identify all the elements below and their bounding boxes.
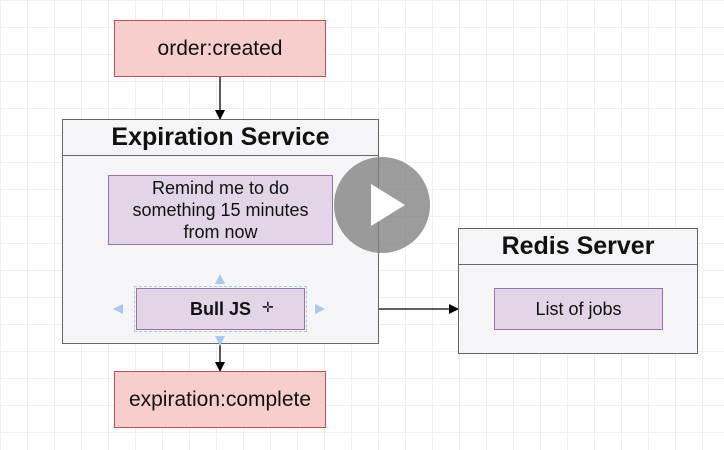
reminder-task-label: Remind me to do something 15 minutes fro…	[132, 178, 309, 242]
selection-arrow-icon-left[interactable]	[113, 304, 123, 314]
expiration-service-title: Expiration Service	[111, 123, 330, 151]
event-expiration-complete-label: expiration:complete	[128, 387, 312, 411]
list-of-jobs[interactable]: List of jobs	[494, 288, 663, 330]
play-button[interactable]	[334, 157, 430, 253]
event-order-created-label: order:created	[157, 36, 283, 60]
play-icon	[371, 184, 405, 226]
redis-server-title: Redis Server	[501, 232, 655, 260]
selection-arrow-icon-up[interactable]	[215, 274, 225, 284]
reminder-task[interactable]: Remind me to do something 15 minutes fro…	[108, 175, 333, 245]
expiration-service-header: Expiration Service	[63, 120, 378, 156]
selection-arrow-icon-right[interactable]	[315, 304, 325, 314]
list-of-jobs-label: List of jobs	[535, 299, 622, 319]
event-expiration-complete[interactable]: expiration:complete	[114, 371, 326, 428]
event-order-created[interactable]: order:created	[114, 20, 326, 77]
bull-js-node[interactable]: Bull JS	[134, 286, 307, 332]
crosshair-cursor-icon: ✛	[262, 300, 274, 316]
bull-js-label: Bull JS	[189, 299, 251, 319]
redis-server-header: Redis Server	[459, 229, 697, 265]
selection-arrow-icon-down[interactable]	[215, 336, 225, 346]
